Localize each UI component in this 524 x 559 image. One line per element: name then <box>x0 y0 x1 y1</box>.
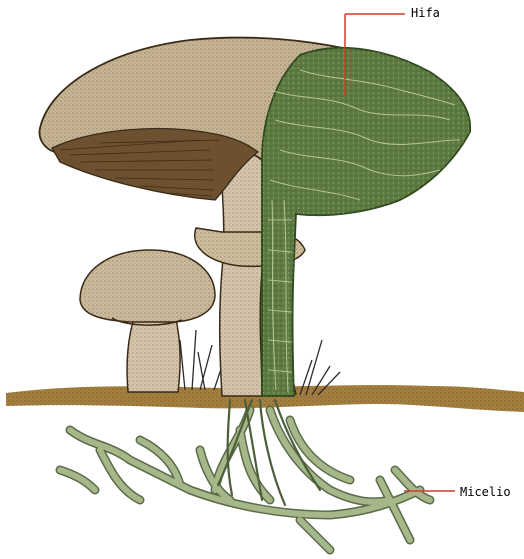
hyphae-cutaway <box>262 48 470 396</box>
mycelium-network <box>60 400 430 550</box>
small-mushroom <box>80 250 215 392</box>
mycelium-label: Micelio <box>460 485 511 499</box>
hyphae-label: Hifa <box>411 6 440 20</box>
